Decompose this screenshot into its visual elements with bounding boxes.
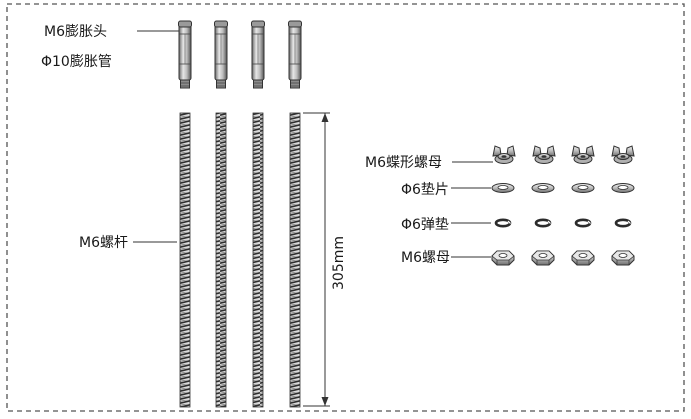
threaded-rod-icon xyxy=(215,112,227,408)
phi6-flat-washer-label: Φ6垫片 xyxy=(401,182,449,198)
hex-nut-group xyxy=(491,250,635,266)
flat-washer-icon xyxy=(531,183,555,193)
threaded-rod-icon xyxy=(289,112,301,408)
threaded-rod-icon xyxy=(179,112,191,408)
expansion-anchor-icon xyxy=(178,20,192,89)
threaded-rod-icon xyxy=(252,112,264,408)
expansion-anchor-icon xyxy=(214,20,228,89)
expansion-anchor-icon xyxy=(288,20,302,89)
m6-wing-nut-label: M6蝶形螺母 xyxy=(365,155,442,171)
spring-washer-icon xyxy=(574,218,592,228)
hex-nut-icon xyxy=(491,250,515,266)
flat-washer-icon xyxy=(491,183,515,193)
spring-washer-icon xyxy=(534,218,552,228)
hex-nut-icon xyxy=(611,250,635,266)
flat-washer-icon xyxy=(571,183,595,193)
m6-hex-nut-label: M6螺母 xyxy=(401,250,450,266)
flat-washer-icon xyxy=(611,183,635,193)
hex-nut-icon xyxy=(531,250,555,266)
dimension-label: 305mm xyxy=(331,236,347,290)
m6-rod-label: M6螺杆 xyxy=(79,235,128,251)
phi6-spring-washer-label: Φ6弹垫 xyxy=(401,217,449,233)
wing-nut-icon xyxy=(492,145,516,164)
wing-nut-icon xyxy=(532,145,556,164)
flat-washer-group xyxy=(491,183,635,193)
m6-anchor-head-label: M6膨胀头 xyxy=(44,23,107,40)
wing-nut-icon xyxy=(571,145,595,164)
dashed-border xyxy=(6,3,685,412)
expansion-anchor-group xyxy=(178,20,302,89)
spring-washer-icon xyxy=(614,218,632,228)
wing-nut-icon xyxy=(611,145,635,164)
phi10-anchor-tube-label: Φ10膨胀管 xyxy=(41,53,112,70)
expansion-anchor-icon xyxy=(251,20,265,89)
threaded-rod-group xyxy=(179,112,301,408)
spring-washer-group xyxy=(494,218,632,228)
wing-nut-group xyxy=(492,145,635,164)
spring-washer-icon xyxy=(494,218,512,228)
hex-nut-icon xyxy=(571,250,595,266)
dimension-marker: 305mm xyxy=(303,112,347,407)
